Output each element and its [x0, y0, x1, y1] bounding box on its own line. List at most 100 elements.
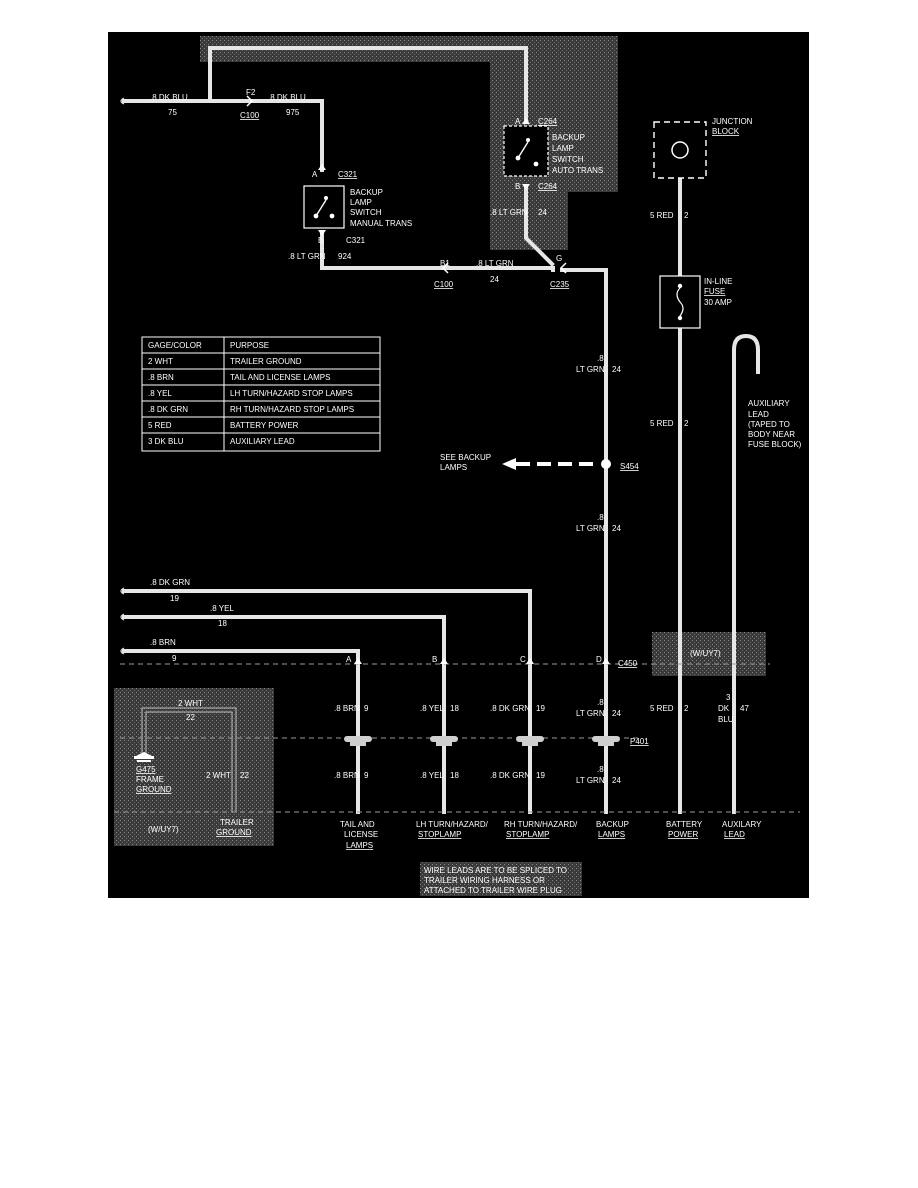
label-top-left-circuit: 75 [168, 108, 177, 117]
label-term-aux-2: LEAD [724, 830, 745, 839]
wire-end-hooks [120, 97, 125, 655]
label-lead-blu-dk: DK [718, 704, 730, 713]
label-auto-conn-top: C264 [538, 117, 558, 126]
label-lower-brn: .8 BRN [334, 771, 360, 780]
label-manual-conn-bottom: C321 [346, 236, 366, 245]
label-lead-dkgrn: .8 DK GRN [490, 704, 530, 713]
label-ltgrn-924-color: .8 LT GRN [288, 252, 326, 261]
label-lower-ltgrn-circuit: 24 [612, 776, 621, 785]
label-term-rh-1: RH TURN/HAZARD/ [504, 820, 578, 829]
shaded-region-option [652, 632, 766, 676]
label-lead-yel-circuit: 18 [450, 704, 459, 713]
shaded-region-note [420, 862, 582, 896]
label-dkgrn-circuit: 19 [170, 594, 179, 603]
note-line3: ATTACHED TO TRAILER WIRE PLUG [424, 886, 562, 895]
label-lead-brn: .8 BRN [334, 704, 360, 713]
table-cell: TAIL AND LICENSE LAMPS [230, 373, 330, 382]
label-auto-ltgrn-color: .8 LT GRN [490, 208, 528, 217]
label-ltgrn-924-circuit: 924 [338, 252, 352, 261]
label-term-ground-2: GROUND [216, 828, 252, 837]
label-lead-ltgrn-color: LT GRN [576, 709, 605, 718]
table-header-gage: GAGE/COLOR [148, 341, 202, 350]
label-term-battery-1: BATTERY [666, 820, 703, 829]
label-lead-red: 5 RED [650, 704, 674, 713]
label-s454: S454 [620, 462, 639, 471]
label-lower-ltgrn-gauge: .8 [597, 765, 604, 774]
label-lower-brn-circuit: 9 [364, 771, 369, 780]
label-manual-line3: SWITCH [350, 208, 382, 217]
label-fuse-line2: FUSE [704, 287, 725, 296]
label-vert-circuit-2: 24 [612, 524, 621, 533]
label-c450-pin-a: A [346, 655, 352, 664]
label-c235: C235 [550, 280, 570, 289]
label-auto-line4: AUTO TRANS [552, 166, 603, 175]
label-aux-line2: LEAD [748, 410, 769, 419]
label-term-tail-1: TAIL AND [340, 820, 375, 829]
label-f2-pin: F2 [246, 88, 256, 97]
label-c450-pin-b: B [432, 655, 437, 664]
p401-connectors [344, 736, 620, 746]
label-c450: C450 [618, 659, 638, 668]
label-lower-dkgrn-circuit: 19 [536, 771, 545, 780]
label-manual-pin-b: B [318, 236, 323, 245]
label-term-tail-2: LICENSE [344, 830, 378, 839]
label-manual-line1: BACKUP [350, 188, 383, 197]
label-red-mid-circuit: 2 [684, 419, 689, 428]
label-see-backup-2: LAMPS [440, 463, 467, 472]
label-lead-blu-gauge: 3 [726, 693, 731, 702]
label-auto-pin-b: B [515, 182, 520, 191]
label-c450-pin-c: C [520, 655, 526, 664]
label-lead-dkgrn-circuit: 19 [536, 704, 545, 713]
label-lead-yel: .8 YEL [420, 704, 444, 713]
label-ground-id: G475 [136, 765, 156, 774]
label-brn-color: .8 BRN [150, 638, 176, 647]
label-c450-option: (W/UY7) [690, 649, 721, 658]
label-manual-line2: LAMP [350, 198, 372, 207]
label-term-lh-2: STOPLAMP [418, 830, 461, 839]
label-vert-gauge-1: .8 [597, 354, 604, 363]
table-cell: 2 WHT [148, 357, 173, 366]
label-dkgrn-color: .8 DK GRN [150, 578, 190, 587]
label-aux-line1: AUXILIARY [748, 399, 790, 408]
label-lead-red-circuit: 2 [684, 704, 689, 713]
label-yel-circuit: 18 [218, 619, 227, 628]
label-lower-yel-circuit: 18 [450, 771, 459, 780]
note-line1: WIRE LEADS ARE TO BE SPLICED TO [424, 866, 567, 875]
auto-trans-switch [503, 125, 549, 177]
manual-trans-switch [303, 185, 345, 229]
label-wht-side-circuit: 22 [240, 771, 249, 780]
label-see-backup-1: SEE BACKUP [440, 453, 491, 462]
table-cell: BATTERY POWER [230, 421, 299, 430]
label-aux-line3: (TAPED TO [748, 420, 790, 429]
gage-color-table: GAGE/COLOR PURPOSE 2 WHT TRAILER GROUND … [141, 336, 381, 452]
table-cell: .8 DK GRN [148, 405, 188, 414]
label-c450-pin-d: D [596, 655, 602, 664]
ground-symbol [134, 752, 154, 762]
label-fuse-line1: IN-LINE [704, 277, 732, 286]
table-cell: AUXILIARY LEAD [230, 437, 295, 446]
label-mid-circuit: 975 [286, 108, 300, 117]
label-c100-mid: C100 [434, 280, 454, 289]
table-cell: RH TURN/HAZARD STOP LAMPS [230, 405, 354, 414]
label-manual-conn-top: C321 [338, 170, 358, 179]
label-ground-line1: FRAME [136, 775, 164, 784]
label-manual-line4: MANUAL TRANS [350, 219, 412, 228]
label-vert-color-1: LT GRN [576, 365, 605, 374]
shaded-region-top [200, 36, 618, 250]
label-junction-line1: JUNCTION [712, 117, 753, 126]
table-header-purpose: PURPOSE [230, 341, 269, 350]
label-aux-line5: FUSE BLOCK) [748, 440, 802, 449]
label-ltgrn-24-circuit: 24 [490, 275, 499, 284]
label-vert-color-2: LT GRN [576, 524, 605, 533]
label-ltgrn-24-color: .8 LT GRN [476, 259, 514, 268]
splice-s454 [502, 458, 611, 470]
label-lead-brn-circuit: 9 [364, 704, 369, 713]
label-lead-ltgrn-circuit: 24 [612, 709, 621, 718]
label-fuse-line3: 30 AMP [704, 298, 732, 307]
table-cell: 5 RED [148, 421, 172, 430]
label-wht-color: 2 WHT [178, 699, 203, 708]
label-auto-ltgrn-circuit: 24 [538, 208, 547, 217]
note-line2: TRAILER WIRING HARNESS OR [424, 876, 545, 885]
table-cell: LH TURN/HAZARD STOP LAMPS [230, 389, 353, 398]
table-cell: TRAILER GROUND [230, 357, 302, 366]
